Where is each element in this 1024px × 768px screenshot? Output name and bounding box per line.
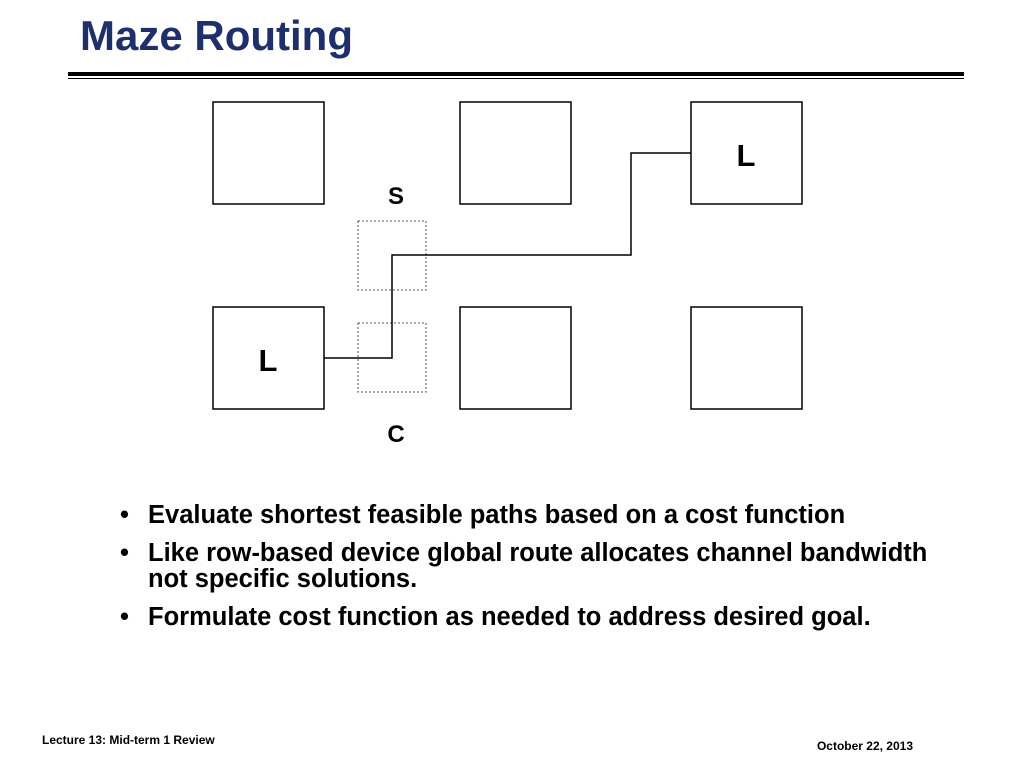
bullet-item: • Like row-based device global route allo… <box>118 540 948 592</box>
footer-lecture: Lecture 13: Mid-term 1 Review <box>42 733 215 747</box>
bullet-list: • Evaluate shortest feasible paths based … <box>118 502 948 642</box>
bullet-text: Evaluate shortest feasible paths based o… <box>148 501 846 529</box>
cell-top-right <box>690 101 803 205</box>
cell-bottom-right <box>690 306 803 410</box>
cell-top-left <box>212 101 325 205</box>
bullet-dot: • <box>120 501 129 529</box>
routed-path <box>324 152 691 359</box>
bullet-item: • Evaluate shortest feasible paths based … <box>118 502 948 528</box>
cell-label-bottom-left: L <box>259 343 278 378</box>
bullet-dot: • <box>120 603 129 631</box>
cell-label-top-right: L <box>737 138 756 173</box>
title-divider-thin <box>68 78 964 79</box>
bullet-dot: • <box>120 539 129 567</box>
cell-top-middle <box>459 101 572 205</box>
source-bin <box>357 220 427 291</box>
slide-title: Maze Routing <box>80 12 353 59</box>
bullet-item: • Formulate cost function as needed to ad… <box>118 604 948 630</box>
cell-bottom-left <box>212 306 325 410</box>
title-divider-thick <box>68 72 964 76</box>
title-divider <box>68 72 964 79</box>
bullet-text: Like row-based device global route alloc… <box>148 539 928 593</box>
bullet-text: Formulate cost function as needed to add… <box>148 603 871 631</box>
cell-bottom-middle <box>459 306 572 410</box>
footer-date: October 22, 2013 <box>816 739 913 753</box>
source-label: S <box>388 183 404 210</box>
target-label: C <box>387 421 404 448</box>
